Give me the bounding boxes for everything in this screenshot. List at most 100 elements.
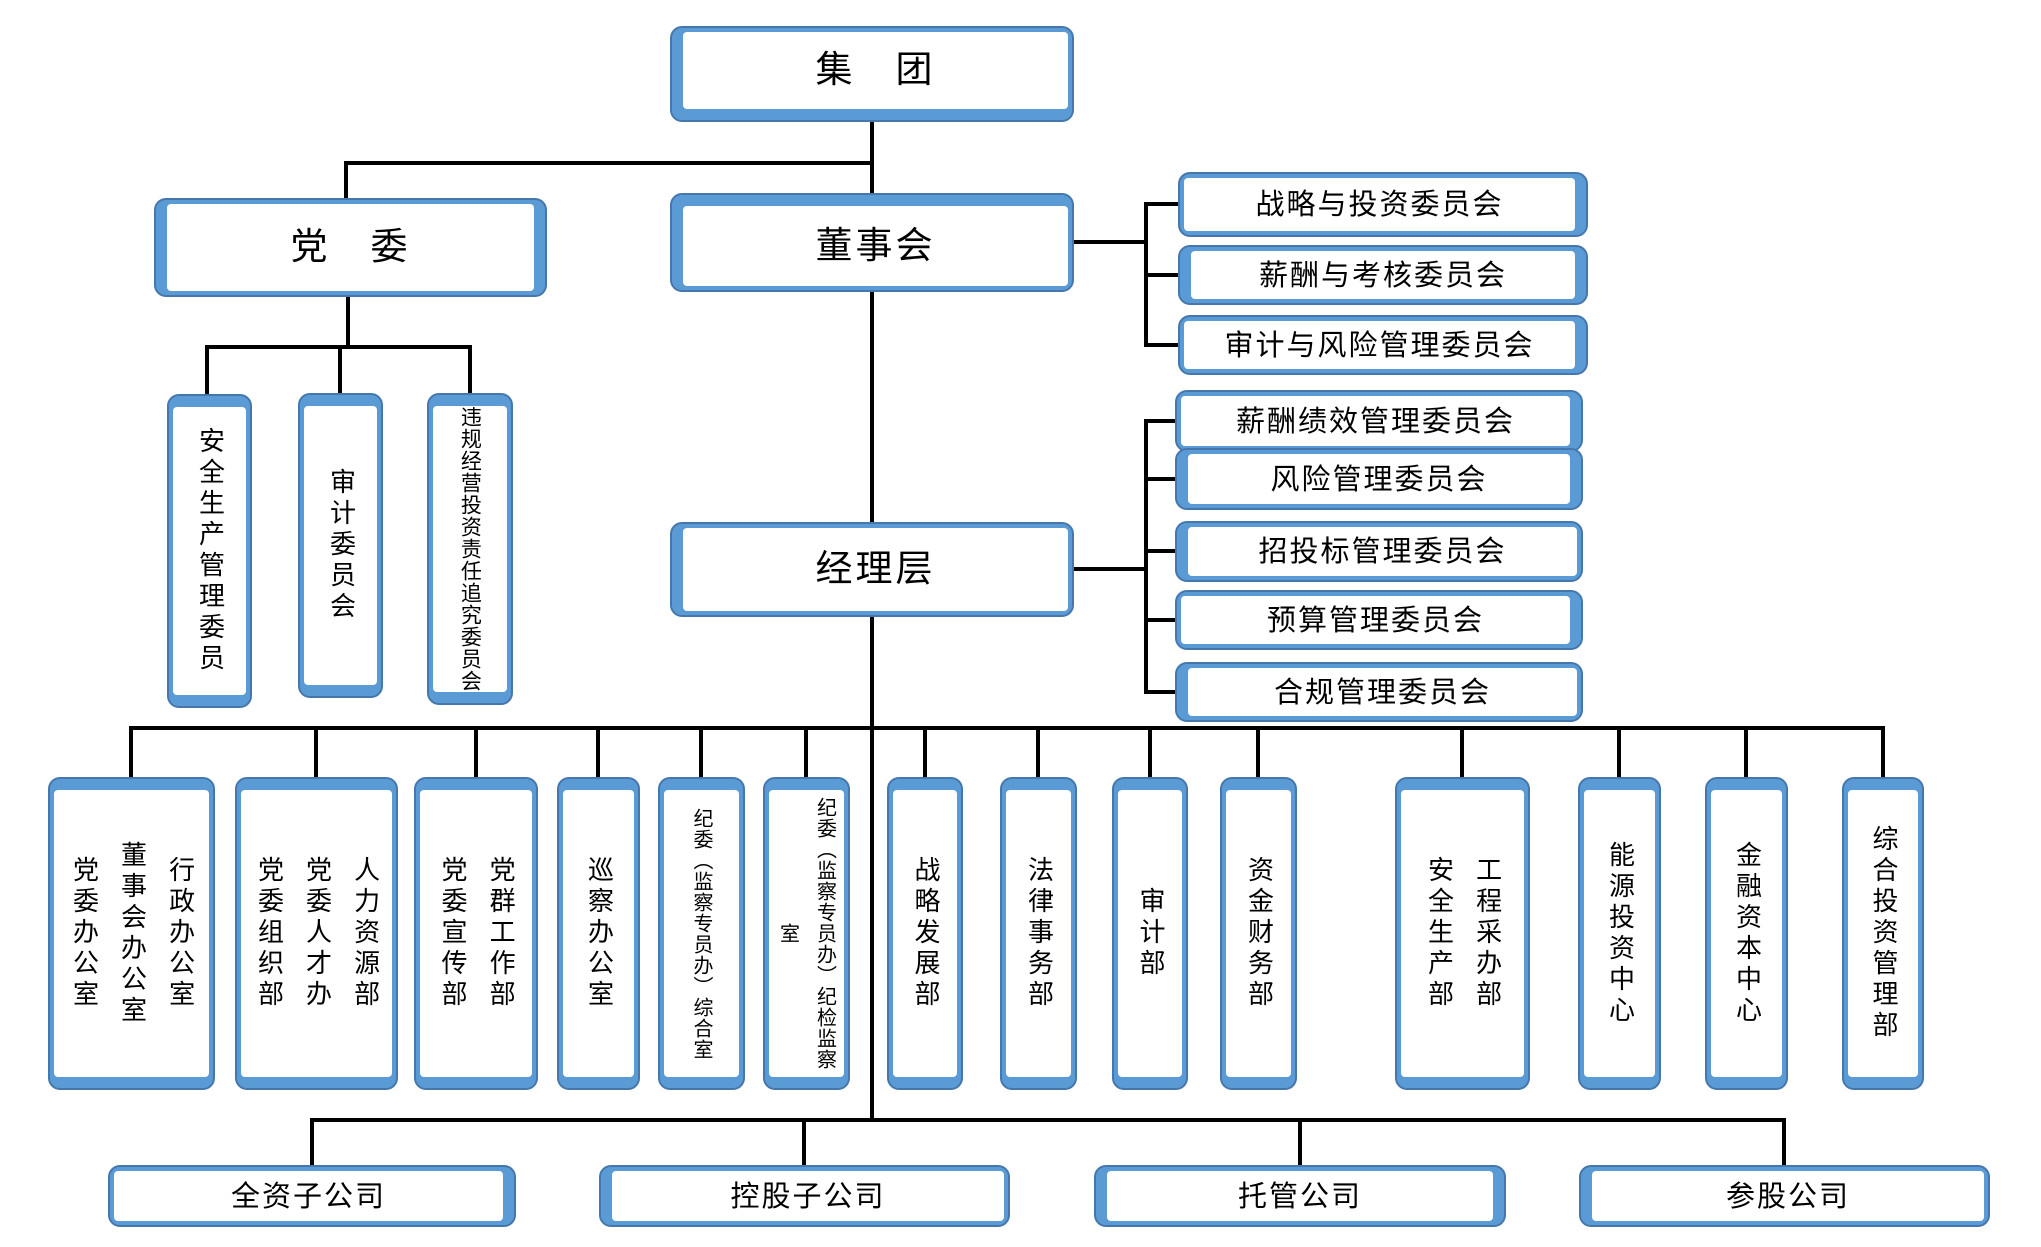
org-box-dept-legal-affairs: 法律事务部 bbox=[1000, 777, 1077, 1090]
connector bbox=[1144, 549, 1175, 553]
org-box-audit-risk-committee: 审计与风险管理委员会 bbox=[1178, 315, 1588, 375]
compliance-committee-label: 合规管理委员会 bbox=[1273, 674, 1491, 709]
connector bbox=[1460, 726, 1464, 777]
org-box-budget-committee: 预算管理委员会 bbox=[1175, 590, 1583, 650]
dept-energy-investment-center-label: 能源投资中心 bbox=[1604, 840, 1635, 1027]
connector bbox=[1144, 419, 1175, 423]
connector bbox=[314, 726, 318, 777]
org-box-compliance-committee: 合规管理委员会 bbox=[1175, 662, 1583, 722]
org-box-dept-inspection-office: 巡察办公室 bbox=[557, 777, 640, 1090]
org-box-equity-participation-companies: 参股公司 bbox=[1579, 1165, 1990, 1227]
org-box-trusteeship-companies: 托管公司 bbox=[1094, 1165, 1506, 1227]
org-box-dept-treasury-finance: 资金财务部 bbox=[1220, 777, 1297, 1090]
connector bbox=[870, 292, 874, 522]
connector bbox=[1744, 726, 1748, 777]
dept-propaganda-masses-label: 党群工作部 党委宣传部 bbox=[437, 856, 516, 1011]
org-box-holding-subsidiaries: 控股子公司 bbox=[599, 1165, 1010, 1227]
connector bbox=[1298, 1118, 1302, 1165]
dept-strategy-development-label: 战略发展部 bbox=[910, 856, 941, 1011]
group-label: 集 团 bbox=[815, 48, 936, 92]
dept-legal-affairs-label: 法律事务部 bbox=[1023, 856, 1054, 1011]
org-box-bidding-committee: 招投标管理委员会 bbox=[1175, 521, 1583, 582]
connector bbox=[1144, 690, 1175, 694]
org-box-dept-hr-organization: 人力资源部 党委人才办 党委组织部 bbox=[235, 777, 398, 1090]
connector bbox=[310, 1118, 1786, 1122]
org-box-dept-energy-investment-center: 能源投资中心 bbox=[1578, 777, 1661, 1090]
org-box-dept-financial-capital-center: 金融资本中心 bbox=[1705, 777, 1788, 1090]
connector bbox=[310, 1118, 314, 1165]
org-box-group: 集 团 bbox=[670, 26, 1074, 122]
connector bbox=[870, 122, 874, 193]
connector bbox=[1144, 273, 1178, 277]
org-box-safety-production-committee: 安全生产管理委员 bbox=[167, 394, 252, 708]
connector bbox=[1074, 567, 1148, 571]
audit-risk-committee-label: 审计与风险管理委员会 bbox=[1224, 327, 1535, 362]
remuneration-appraisal-committee-label: 薪酬与考核委员会 bbox=[1258, 257, 1507, 292]
org-box-dept-audit: 审计部 bbox=[1112, 777, 1188, 1090]
org-box-board: 董事会 bbox=[670, 193, 1074, 292]
org-box-audit-committee-party: 审计委员会 bbox=[298, 393, 383, 698]
performance-committee-label: 薪酬绩效管理委员会 bbox=[1235, 403, 1515, 438]
connector bbox=[1144, 202, 1178, 206]
connector bbox=[344, 161, 348, 198]
org-box-dept-engineering-safety: 工程采办部 安全生产部 bbox=[1395, 777, 1530, 1090]
org-box-dept-strategy-development: 战略发展部 bbox=[887, 777, 963, 1090]
org-box-dept-comprehensive-investment: 综合投资管理部 bbox=[1842, 777, 1924, 1090]
violation-accountability-committee-label: 违规经营投资责任追究委员会 bbox=[458, 406, 483, 692]
connector bbox=[346, 297, 350, 345]
org-box-dept-offices: 行政办公室 董事会办公室 党委办公室 bbox=[48, 777, 215, 1090]
org-box-party-committee: 党 委 bbox=[154, 198, 547, 297]
connector bbox=[344, 161, 874, 165]
connector bbox=[923, 726, 927, 777]
dept-inspection-office-label: 巡察办公室 bbox=[583, 856, 614, 1011]
org-box-strategy-investment-committee: 战略与投资委员会 bbox=[1178, 172, 1588, 237]
equity-participation-companies-label: 参股公司 bbox=[1725, 1178, 1850, 1213]
connector bbox=[870, 617, 874, 1122]
connector bbox=[596, 726, 600, 777]
connector bbox=[1256, 726, 1260, 777]
connector bbox=[1036, 726, 1040, 777]
connector bbox=[1144, 343, 1178, 347]
org-box-wholly-owned-subsidiaries: 全资子公司 bbox=[108, 1165, 516, 1227]
connector bbox=[1782, 1118, 1786, 1165]
safety-production-committee-label: 安全生产管理委员 bbox=[194, 427, 225, 675]
dept-audit-label: 审计部 bbox=[1135, 887, 1166, 980]
org-box-remuneration-appraisal-committee: 薪酬与考核委员会 bbox=[1178, 245, 1588, 305]
connector bbox=[802, 1118, 806, 1165]
connector bbox=[474, 726, 478, 777]
connector bbox=[1144, 419, 1148, 694]
dept-treasury-finance-label: 资金财务部 bbox=[1243, 856, 1274, 1011]
holding-subsidiaries-label: 控股子公司 bbox=[730, 1178, 886, 1213]
connector bbox=[129, 726, 133, 777]
connector bbox=[468, 345, 472, 393]
connector bbox=[1148, 726, 1152, 777]
connector bbox=[1881, 726, 1885, 777]
wholly-owned-subsidiaries-label: 全资子公司 bbox=[230, 1178, 386, 1213]
connector bbox=[129, 726, 1885, 730]
dept-comprehensive-investment-label: 综合投资管理部 bbox=[1868, 825, 1899, 1042]
connector bbox=[1074, 240, 1148, 244]
bidding-committee-label: 招投标管理委员会 bbox=[1258, 534, 1507, 569]
connector bbox=[1617, 726, 1621, 777]
connector bbox=[699, 726, 703, 777]
trusteeship-companies-label: 托管公司 bbox=[1237, 1178, 1362, 1213]
org-box-dept-discipline-supervision-office: 纪委（监察专员办）纪检监察室 bbox=[763, 777, 850, 1090]
board-label: 董事会 bbox=[815, 223, 936, 267]
dept-discipline-general-office-label: 纪委（监察专员办）综合室 bbox=[690, 807, 714, 1060]
org-box-performance-committee: 薪酬绩效管理委员会 bbox=[1175, 390, 1583, 452]
org-box-violation-accountability-committee: 违规经营投资责任追究委员会 bbox=[427, 393, 513, 705]
connector bbox=[338, 345, 342, 393]
org-box-dept-propaganda-masses: 党群工作部 党委宣传部 bbox=[414, 777, 538, 1090]
connector bbox=[1144, 618, 1175, 622]
party-committee-label: 党 委 bbox=[290, 225, 411, 269]
dept-discipline-supervision-office-label: 纪委（监察专员办）纪检监察室 bbox=[776, 797, 838, 1070]
org-box-management: 经理层 bbox=[670, 522, 1074, 617]
org-box-risk-management-committee: 风险管理委员会 bbox=[1175, 448, 1583, 510]
dept-financial-capital-center-label: 金融资本中心 bbox=[1731, 840, 1762, 1027]
connector bbox=[804, 726, 808, 777]
risk-management-committee-label: 风险管理委员会 bbox=[1270, 461, 1488, 496]
dept-hr-organization-label: 人力资源部 党委人才办 党委组织部 bbox=[253, 856, 380, 1011]
dept-offices-label: 行政办公室 董事会办公室 党委办公室 bbox=[68, 840, 195, 1027]
strategy-investment-committee-label: 战略与投资委员会 bbox=[1255, 187, 1504, 222]
